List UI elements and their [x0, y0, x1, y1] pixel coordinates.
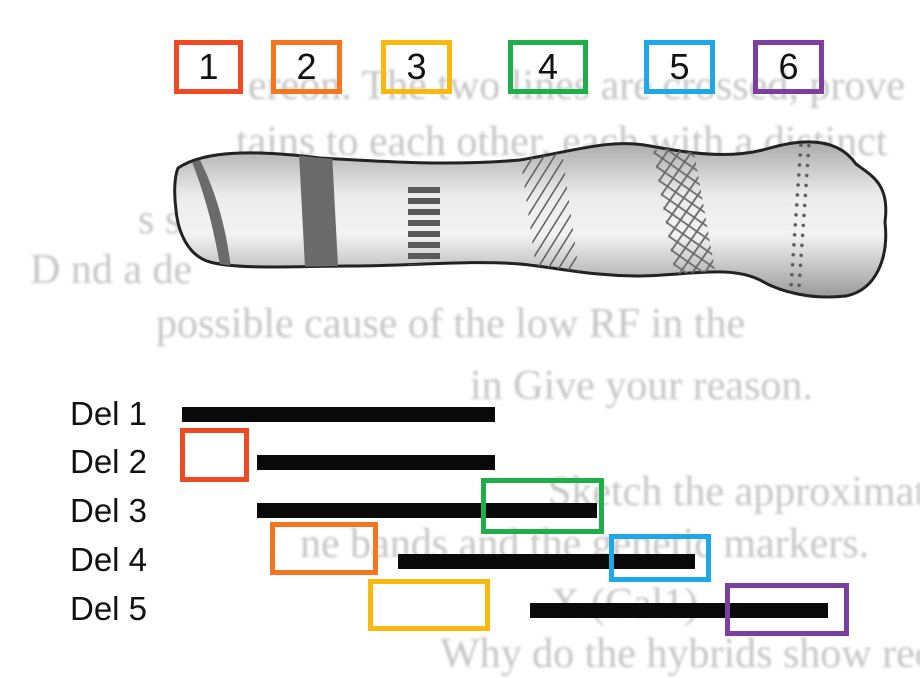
deletion-label-4: Del 4	[70, 542, 147, 578]
highlight-band-1	[180, 428, 249, 482]
highlight-band-6	[725, 583, 849, 636]
deletion-label-3: Del 3	[70, 493, 147, 529]
band-number-5: 5	[644, 40, 715, 94]
highlight-band-3	[368, 579, 490, 631]
deletion-bar-1	[182, 407, 495, 422]
band-number-6: 6	[753, 40, 824, 94]
deletion-bar-2	[257, 455, 495, 470]
highlight-band-4	[481, 478, 604, 534]
band-number-4: 4	[508, 40, 588, 94]
band-number-1: 1	[174, 40, 243, 94]
band-2-stripe	[299, 149, 338, 276]
highlight-band-5	[609, 534, 711, 582]
deletion-label-5: Del 5	[70, 591, 147, 627]
band-number-2: 2	[271, 40, 342, 94]
highlight-band-2	[270, 522, 378, 575]
band-3-stripe	[408, 182, 440, 268]
deletion-label-2: Del 2	[70, 444, 147, 480]
deletion-label-1: Del 1	[70, 396, 147, 432]
band-number-3: 3	[381, 40, 452, 94]
